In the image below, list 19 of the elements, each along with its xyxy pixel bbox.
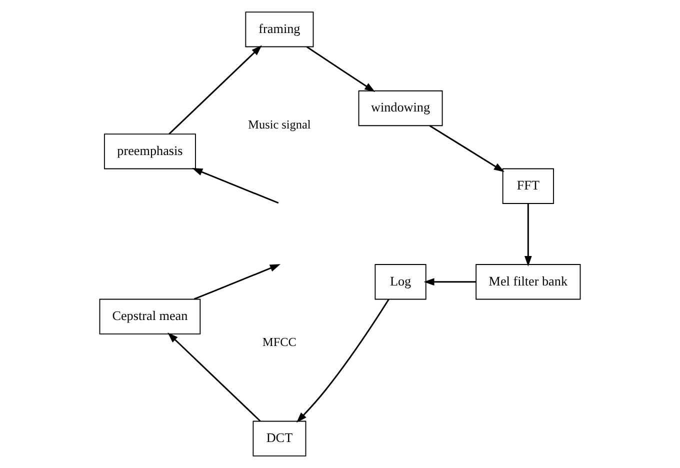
arrow	[296, 299, 390, 423]
node-box: framing	[245, 12, 314, 48]
arrow	[424, 278, 476, 286]
node-box: Mel filter bank	[476, 264, 581, 300]
node-box: Cepstral mean	[99, 298, 201, 334]
arrow	[429, 125, 504, 172]
arrow	[524, 204, 532, 267]
node-box: windowing	[358, 90, 443, 126]
node-box: Log	[374, 264, 426, 300]
arrow	[306, 46, 376, 92]
arrow	[168, 332, 261, 422]
arrow	[194, 264, 280, 300]
arrow	[168, 45, 262, 134]
node-box: DCT	[252, 420, 306, 456]
label: Music signal	[248, 117, 311, 132]
node-box: preemphasis	[104, 134, 196, 170]
arrow	[192, 168, 279, 204]
node-box: FFT	[502, 168, 554, 204]
label: MFCC	[262, 335, 296, 350]
